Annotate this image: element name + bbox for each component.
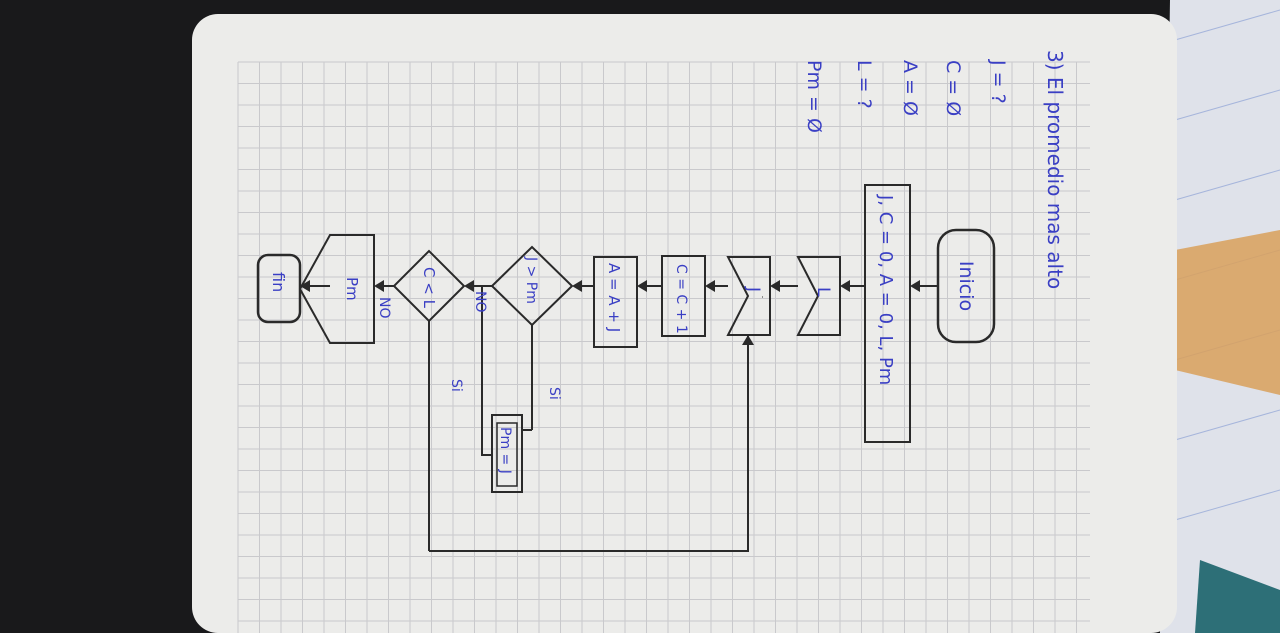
- start-label: Inicio: [955, 261, 977, 311]
- variable-pm: Pm = Ø: [803, 60, 825, 133]
- assign-max-label: Pm = J: [497, 427, 513, 474]
- increment-label: C = C + 1: [673, 264, 689, 334]
- init-label: J, C = 0, A = 0, L, Pm: [875, 194, 896, 385]
- ruler: [1175, 230, 1280, 395]
- input-l-label: L: [813, 287, 833, 297]
- variable-j: J = ?: [987, 59, 1009, 104]
- output-label: Pm: [343, 277, 361, 301]
- input-j-label: J: [743, 286, 763, 292]
- end-label: fin: [269, 272, 288, 292]
- decision-loop-label: C < L: [420, 267, 438, 309]
- variable-l: L = ?: [853, 60, 875, 109]
- accumulate-label: A = A + J: [605, 263, 623, 332]
- variable-a: A = Ø: [899, 60, 921, 116]
- decision-max-label: J > Pm: [523, 256, 539, 304]
- diagram-title: 3) El promedio mas alto: [1043, 50, 1067, 289]
- yes-max-label: Si: [546, 387, 562, 400]
- yes-loop-label: Si: [448, 379, 464, 392]
- no-loop-label: NO: [376, 297, 392, 319]
- variable-c: C = Ø: [942, 60, 964, 116]
- no-max-label: NO: [472, 291, 488, 313]
